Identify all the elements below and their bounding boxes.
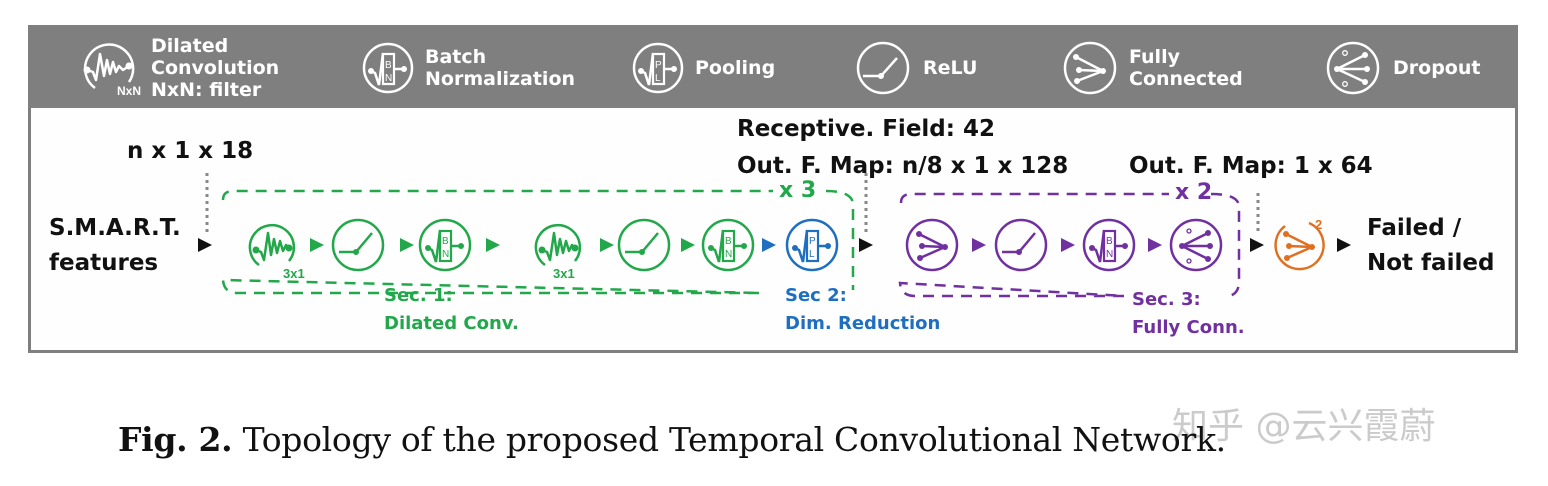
caption-prefix: Fig. 2. (118, 420, 233, 459)
sec1-batch-norm-2-icon: BN (701, 218, 755, 272)
network-diagram: 3x1 BN 3x1 BN PL BN 2 (198, 173, 1351, 298)
section-3-box (898, 192, 1241, 298)
watermark: 知乎 @云兴霞蔚 (1172, 406, 1436, 447)
section-1-label: Sec. 1: Dilated Conv. (384, 285, 519, 334)
caption-text: Topology of the proposed Temporal Convol… (232, 420, 1227, 459)
sec1-batch-norm-1-icon: BN (418, 218, 472, 272)
legend-item-pooling: P L Pooling (631, 28, 775, 108)
sec1-relu-2-icon (617, 218, 671, 272)
sec3-fully-connected-icon (905, 218, 959, 272)
fully-connected-icon (1063, 41, 1117, 95)
pooling-icon: P L (632, 42, 684, 94)
final-fully-connected-icon: 2 (1274, 217, 1325, 271)
svg-text:P: P (809, 236, 816, 247)
svg-text:B: B (385, 60, 392, 71)
legend-item-dilated-convolution: NxN Dilated Convolution NxN: filter (77, 28, 279, 108)
legend-item-relu: ReLU (853, 28, 977, 108)
legend-item-dropout: Dropout (1323, 28, 1480, 108)
input-arrow (198, 238, 212, 252)
legend-item-fully-connected: Fully Connected (1061, 28, 1243, 108)
section-1-repeat: x 3 (779, 178, 817, 203)
section-2-label: Sec 2: Dim. Reduction (785, 285, 941, 334)
input-label: S.M.A.R.T. features (49, 215, 181, 276)
sec1-dilated-conv-2-icon (534, 223, 582, 267)
svg-text:N: N (725, 249, 732, 260)
svg-text:B: B (442, 236, 449, 247)
dropout-icon (1326, 41, 1380, 95)
legend-label-relu: ReLU (923, 57, 978, 79)
sec3-dropout-icon (1169, 218, 1223, 272)
dilated-convolution-icon: NxN (83, 43, 141, 98)
section-3-repeat: x 2 (1175, 180, 1213, 205)
sec2-out-arrow (859, 238, 873, 252)
output-arrow (1337, 238, 1351, 252)
output-feature-map-label-2: Out. F. Map: 1 x 64 (1129, 153, 1373, 179)
legend-label-fully-connected: Fully Connected (1129, 46, 1243, 90)
output-feature-map-label-1: Out. F. Map: n/8 x 1 x 128 (737, 153, 1069, 179)
sec1-relu-1-icon (331, 218, 385, 272)
input-shape-label: n x 1 x 18 (127, 138, 254, 164)
svg-text:3x1: 3x1 (283, 266, 305, 281)
sec3-relu-icon (994, 218, 1048, 272)
svg-text:L: L (655, 73, 661, 84)
svg-text:L: L (809, 249, 815, 260)
receptive-field-label: Receptive. Field: 42 (737, 116, 995, 142)
section-3-label: Sec. 3: Fully Conn. (1132, 289, 1245, 338)
svg-text:NxN: NxN (117, 84, 141, 98)
svg-text:3x1: 3x1 (553, 266, 575, 281)
sec2-pooling-icon: PL (785, 218, 839, 272)
svg-text:B: B (1106, 236, 1113, 247)
svg-text:B: B (725, 236, 732, 247)
relu-icon (856, 41, 910, 95)
figure-frame: NxN Dilated Convolution NxN: filter B N … (28, 25, 1518, 353)
batch-normalization-icon: B N (362, 42, 414, 94)
svg-text:2: 2 (1315, 217, 1322, 232)
sec1-dilated-conv-1-icon (248, 223, 296, 267)
sec3-batch-norm-icon: BN (1082, 218, 1136, 272)
legend-item-batch-normalization: B N Batch Normalization (361, 28, 575, 108)
legend-label-batch-normalization: Batch Normalization (425, 46, 576, 90)
legend-bar: NxN Dilated Convolution NxN: filter B N … (31, 28, 1515, 108)
svg-text:N: N (385, 73, 392, 84)
svg-text:P: P (655, 60, 662, 71)
legend-label-dropout: Dropout (1393, 57, 1481, 79)
svg-text:N: N (1106, 249, 1113, 260)
svg-text:N: N (442, 249, 449, 260)
legend-label-dilated-convolution: Dilated Convolution NxN: filter (151, 35, 280, 101)
sec3-out-arrow (1250, 238, 1264, 252)
figure-caption: Fig. 2. Topology of the proposed Tempora… (118, 420, 1226, 459)
output-label: Failed / Not failed (1367, 215, 1495, 276)
legend-label-pooling: Pooling (695, 57, 776, 79)
section-1-box (221, 189, 855, 295)
